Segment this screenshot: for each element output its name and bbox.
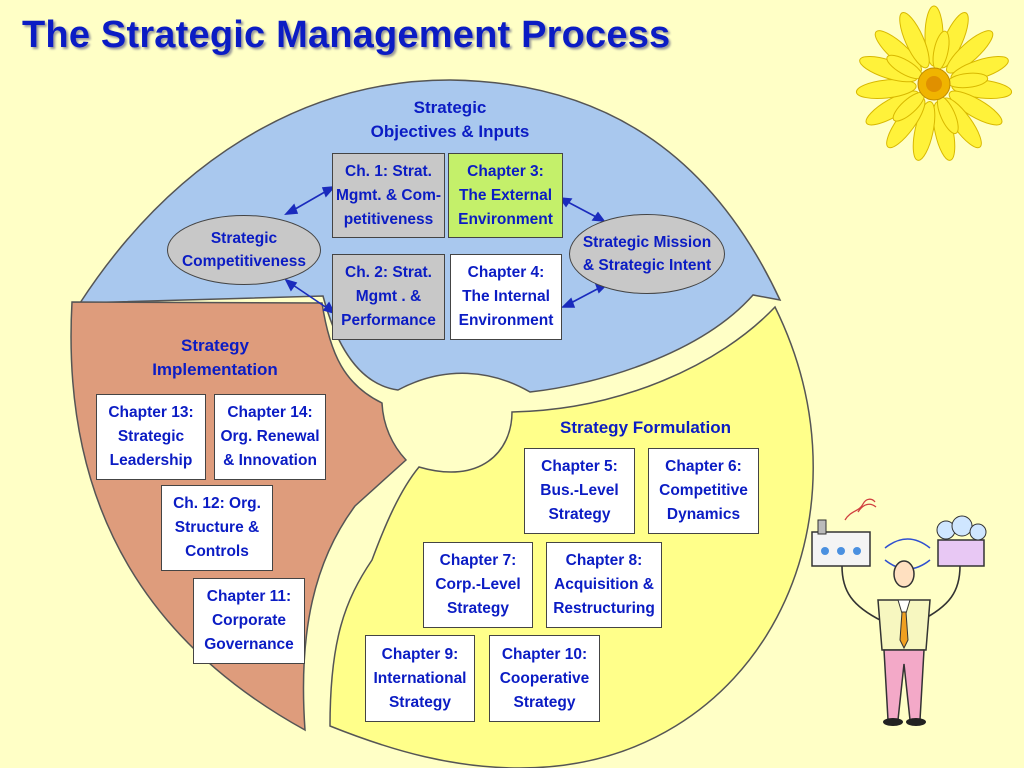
chapter-12-box: Ch. 12: Org. Structure & Controls (161, 485, 273, 571)
chapter-7-box: Chapter 7: Corp.-Level Strategy (423, 542, 533, 628)
chapter-8-box: Chapter 8: Acquisition & Restructuring (546, 542, 662, 628)
chapter-2-box: Ch. 2: Strat. Mgmt . & Performance (332, 254, 445, 340)
chapter-11-box: Chapter 11: Corporate Governance (193, 578, 305, 664)
strategic-competitiveness-oval: Strategic Competitiveness (167, 215, 321, 285)
chapter-1-box: Ch. 1: Strat. Mgmt. & Com- petitiveness (332, 153, 445, 238)
inputs-section-label: Strategic Objectives & Inputs (370, 98, 530, 141)
chapter-13-box: Chapter 13: Strategic Leadership (96, 394, 206, 480)
chapter-9-box: Chapter 9: International Strategy (365, 635, 475, 722)
chapter-3-box: Chapter 3: The External Environment (448, 153, 563, 238)
chapter-5-box: Chapter 5: Bus.-Level Strategy (524, 448, 635, 534)
formulation-section-label: Strategy Formulation (560, 418, 731, 437)
chapter-4-box: Chapter 4: The Internal Environment (450, 254, 562, 340)
slide-title: The Strategic Management Process (22, 14, 671, 56)
chapter-14-box: Chapter 14: Org. Renewal & Innovation (214, 394, 326, 480)
implementation-section-label: Strategy Implementation (152, 336, 278, 379)
businessman-juggling-factories-icon (811, 498, 987, 726)
strategic-mission-oval: Strategic Mission & Strategic Intent (569, 214, 725, 294)
chapter-10-box: Chapter 10: Cooperative Strategy (489, 635, 600, 722)
connector-arrows (284, 186, 609, 315)
yellow-flower-icon (855, 5, 1013, 161)
chapter-6-box: Chapter 6: Competitive Dynamics (648, 448, 759, 534)
